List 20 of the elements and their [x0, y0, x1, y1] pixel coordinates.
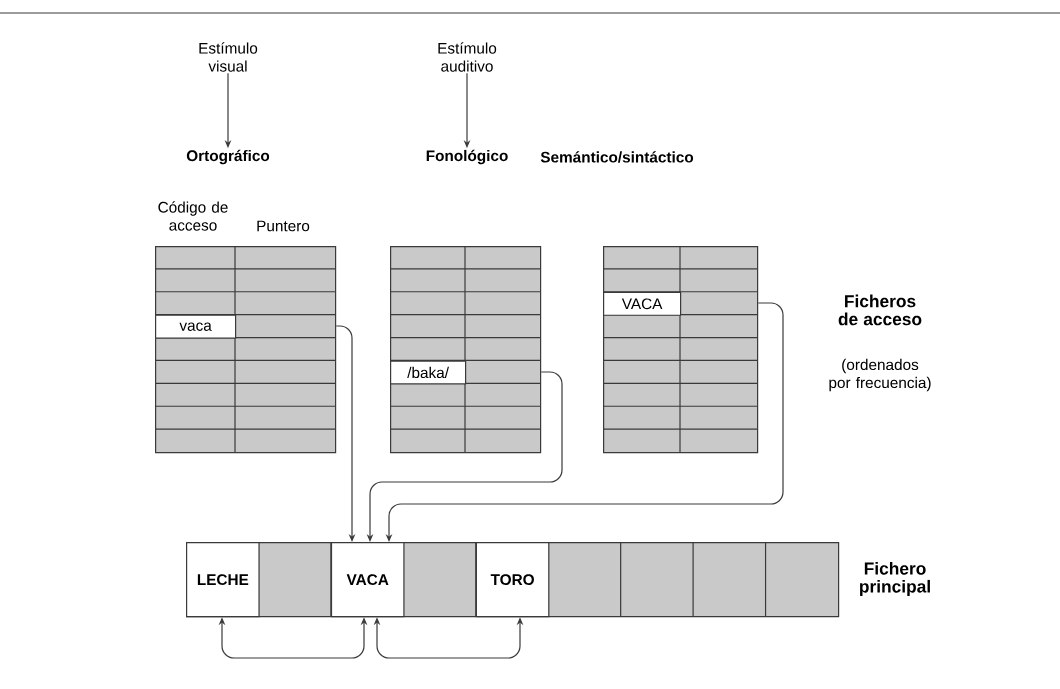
arrow — [335, 325, 356, 542]
stimulus-label: Estímulo auditivo — [438, 42, 497, 72]
highlighted-cell: vaca — [155, 314, 237, 339]
heading: Semántico/sintáctico — [540, 151, 694, 163]
column-header: Código de acceso — [158, 201, 228, 231]
highlighted-cell: TORO — [475, 542, 550, 618]
side-label: Fichero principal — [860, 561, 930, 597]
table-grid — [154, 245, 337, 454]
table-grid — [389, 245, 542, 454]
stimulus-label: Estímulo visual — [199, 42, 258, 72]
highlighted-cell: VACA — [330, 542, 405, 618]
column-header: Puntero — [257, 220, 310, 232]
highlighted-cell: VACA — [603, 291, 682, 316]
highlighted-cell: LECHE — [186, 542, 260, 618]
heading: Ortográfico — [186, 149, 270, 165]
heading: Fonológico — [426, 149, 508, 165]
side-label: (ordenados por frecuencia) — [829, 358, 931, 392]
table-grid — [602, 245, 759, 454]
highlighted-cell: /baka/ — [390, 360, 467, 385]
side-label: Ficheros de acceso — [838, 294, 922, 326]
